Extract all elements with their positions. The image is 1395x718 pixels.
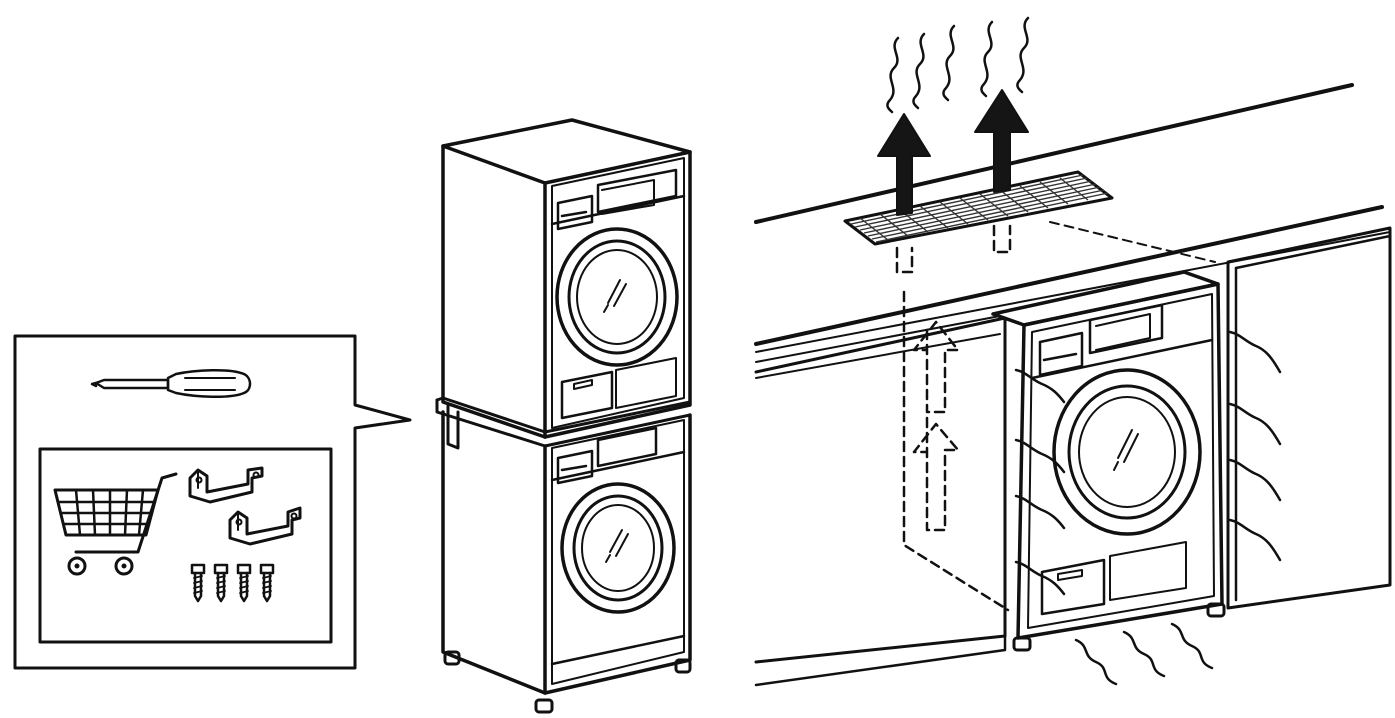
screw-icon [190, 563, 206, 603]
dryer-door [555, 227, 679, 367]
left-cabinet [754, 316, 1007, 687]
foot [674, 658, 692, 674]
foot [443, 650, 461, 666]
display-panel [1088, 303, 1164, 355]
built-in-installation [754, 16, 1392, 687]
countertop-edge [754, 83, 1354, 224]
stacked-washer-dryer [435, 118, 692, 714]
filter-cover [1040, 558, 1106, 616]
upper-dryer [441, 118, 692, 439]
heat-waves [886, 16, 1030, 114]
shopping-cart-icon [53, 472, 178, 576]
dryer-door [1052, 368, 1202, 536]
screw-icon [259, 563, 275, 603]
heat-dissipation-waves [1014, 330, 1282, 596]
washer-door [560, 482, 676, 614]
lower-washer [441, 410, 692, 714]
screw-icon [213, 563, 229, 603]
bracket-icon [228, 506, 302, 546]
ventilation-grille [843, 170, 1114, 246]
countertop-front [754, 205, 1384, 346]
airflow-duct-dashed [895, 221, 1216, 612]
stacking-kit [435, 396, 692, 450]
foot [1206, 602, 1226, 618]
foot [534, 698, 554, 714]
filter-cover [560, 370, 614, 420]
program-selector [1038, 331, 1084, 377]
air-intake-waves [1074, 622, 1214, 686]
airflow-up-arrow [877, 113, 931, 216]
accessories-callout [13, 334, 412, 670]
screwdriver-icon [90, 368, 252, 399]
program-selector [556, 194, 594, 231]
callout-bubble [13, 334, 412, 670]
display-panel [596, 168, 678, 214]
foot [1012, 636, 1032, 652]
right-cabinet [1226, 226, 1392, 610]
screw-icon [236, 563, 252, 603]
airflow-up-arrow [974, 89, 1029, 193]
bracket-icon [188, 466, 264, 504]
accessory-kit-box [38, 447, 333, 644]
built-in-dryer [991, 270, 1226, 652]
